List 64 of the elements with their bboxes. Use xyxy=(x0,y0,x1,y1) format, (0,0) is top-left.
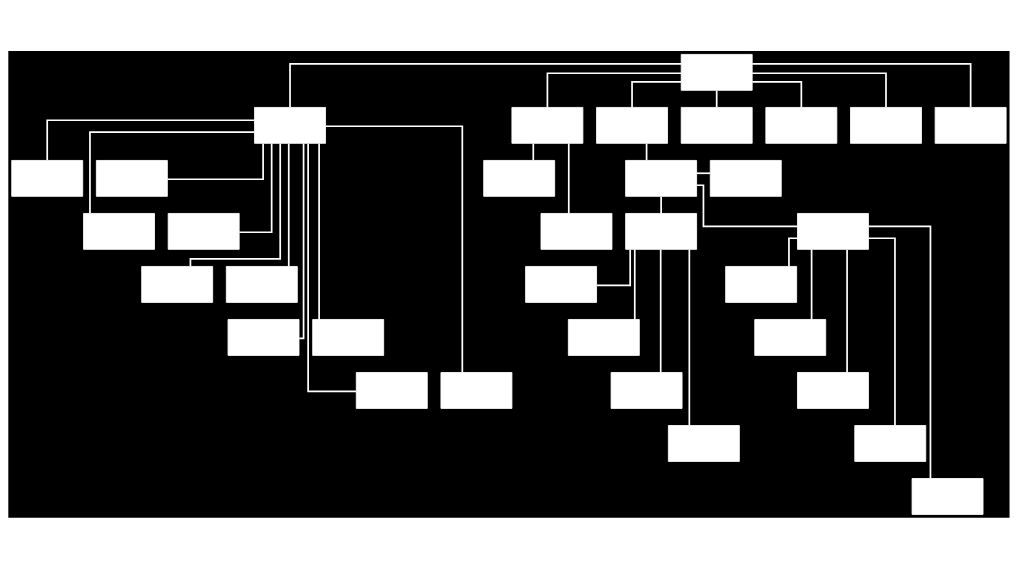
node-box xyxy=(95,160,168,197)
connector xyxy=(298,142,305,340)
connector xyxy=(688,248,691,427)
connector xyxy=(189,142,282,268)
connector xyxy=(867,237,896,427)
connector xyxy=(715,89,718,109)
node-box xyxy=(850,107,922,144)
connector xyxy=(810,248,813,321)
node-box xyxy=(440,372,513,409)
connector xyxy=(166,142,264,181)
connector xyxy=(633,248,636,321)
node-box xyxy=(854,425,927,462)
connector xyxy=(660,195,662,215)
connector xyxy=(659,248,662,374)
node-box xyxy=(167,213,240,250)
node-box xyxy=(11,160,84,197)
connector xyxy=(567,142,570,215)
connector xyxy=(89,131,256,215)
node-box xyxy=(610,372,683,409)
connector xyxy=(751,62,972,109)
connector xyxy=(289,62,682,109)
node-box xyxy=(625,213,698,250)
node-box xyxy=(225,266,298,303)
connector xyxy=(532,142,535,162)
connector xyxy=(287,142,290,268)
connector xyxy=(546,72,683,108)
node-box xyxy=(355,372,428,409)
connector xyxy=(596,248,632,287)
node-box xyxy=(567,319,640,356)
node-box xyxy=(254,107,326,144)
node-box xyxy=(709,160,782,197)
node-box xyxy=(934,107,1007,144)
node-box xyxy=(765,107,838,144)
node-box xyxy=(141,266,214,303)
node-box xyxy=(754,319,827,356)
node-box xyxy=(797,213,869,250)
connector xyxy=(751,72,887,108)
node-box xyxy=(596,107,668,144)
connector xyxy=(846,248,848,374)
connector xyxy=(324,125,464,374)
node-box xyxy=(680,107,753,144)
node-box xyxy=(625,160,698,197)
connector xyxy=(788,237,799,268)
node-box xyxy=(797,372,869,409)
node-box xyxy=(540,213,613,250)
connector xyxy=(867,225,932,480)
node-box xyxy=(227,319,300,356)
node-box xyxy=(911,478,984,515)
node-box xyxy=(83,213,155,250)
connector xyxy=(695,184,799,228)
connector xyxy=(631,80,682,109)
node-box xyxy=(483,160,556,197)
node-box xyxy=(511,107,584,144)
node-box xyxy=(680,54,753,91)
node-box xyxy=(525,266,597,303)
connector xyxy=(238,142,273,234)
node-box xyxy=(725,266,798,303)
connector xyxy=(318,142,320,321)
connector xyxy=(695,172,711,175)
connector xyxy=(46,119,256,162)
connector xyxy=(751,80,803,109)
node-box xyxy=(667,425,740,462)
node-box xyxy=(312,319,385,356)
connector xyxy=(307,142,357,393)
